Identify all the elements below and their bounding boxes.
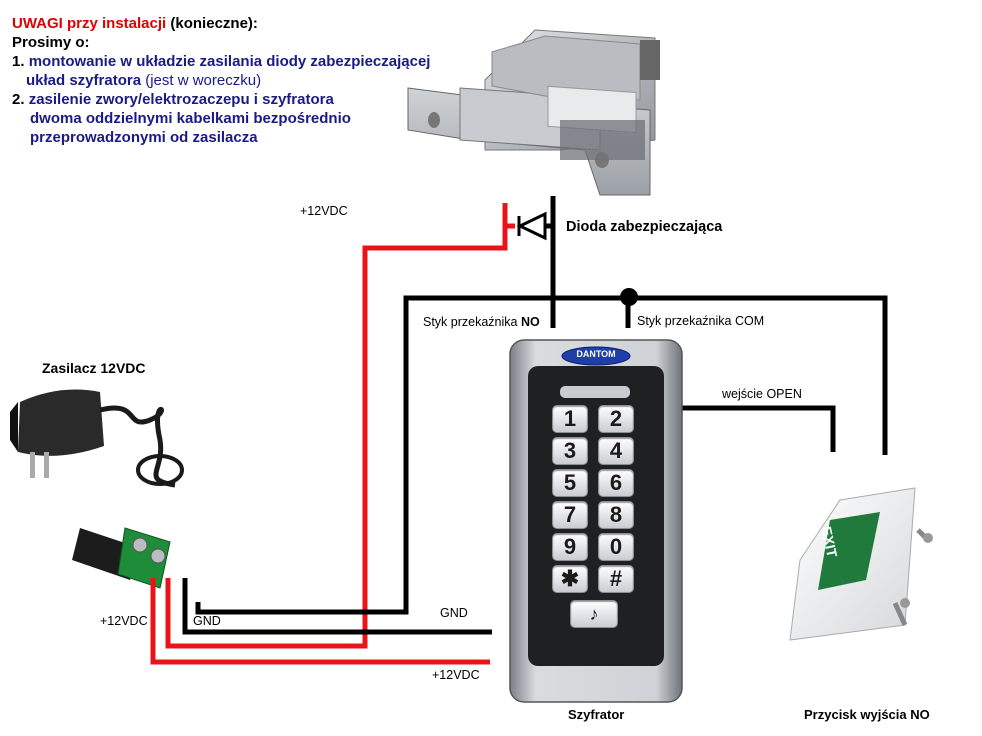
keypad-key: 7 bbox=[552, 501, 588, 529]
keypad-key: ✱ bbox=[552, 565, 588, 593]
keypad-image bbox=[509, 339, 683, 703]
keypad-key: 4 bbox=[598, 437, 634, 465]
notes-item-2-cont-1: dwoma oddzielnymi kabelkami bezpośrednio bbox=[30, 110, 351, 127]
notes-item-2-number: 2. bbox=[12, 91, 25, 108]
keypad-key: 8 bbox=[598, 501, 634, 529]
power-adapter-image bbox=[10, 389, 184, 488]
label-psu-title: Zasilacz 12VDC bbox=[42, 360, 146, 376]
label-relay-no-text: Styk przekaźnika bbox=[423, 315, 518, 329]
keypad-bell-key: ♪ bbox=[570, 600, 618, 628]
notes-heading-suffix: (konieczne): bbox=[170, 15, 258, 32]
label-vdc-bottom: +12VDC bbox=[432, 668, 480, 682]
keypad-key: 5 bbox=[552, 469, 588, 497]
keypad-key: 2 bbox=[598, 405, 634, 433]
diode-symbol bbox=[516, 211, 547, 241]
label-vdc-left: +12VDC bbox=[100, 614, 148, 628]
label-keypad-caption: Szyfrator bbox=[568, 707, 625, 722]
notes-item-1-number: 1. bbox=[12, 53, 25, 70]
label-open-input: wejście OPEN bbox=[722, 387, 802, 401]
label-vdc-top: +12VDC bbox=[300, 204, 348, 218]
label-diode: Dioda zabezpieczająca bbox=[566, 219, 723, 235]
label-relay-no-suffix: NO bbox=[520, 315, 540, 329]
exit-button-image bbox=[789, 487, 933, 641]
label-gnd-mid: GND bbox=[440, 606, 468, 620]
electric-strike-image bbox=[407, 29, 660, 196]
keypad-key: 6 bbox=[598, 469, 634, 497]
label-relay-com: Styk przekaźnika COM bbox=[637, 314, 765, 328]
notes-heading: UWAGI przy instalacji bbox=[12, 15, 167, 32]
notes-item-1-cont: układ szyfratora bbox=[26, 72, 142, 89]
installation-notes: UWAGI przy instalacji (konieczne): Prosi… bbox=[12, 14, 430, 147]
label-gnd-left: GND bbox=[193, 614, 221, 628]
keypad-key: # bbox=[598, 565, 634, 593]
label-button-caption: Przycisk wyjścia NO bbox=[804, 707, 930, 722]
label-relay-no: Styk przekaźnika NO bbox=[423, 315, 540, 329]
notes-item-1-remark: (jest w woreczku) bbox=[145, 72, 262, 89]
wire-junction-dot bbox=[620, 288, 638, 306]
black-wires bbox=[182, 196, 888, 635]
notes-item-1: montowanie w układzie zasilania diody za… bbox=[28, 53, 431, 70]
keypad-key: 0 bbox=[598, 533, 634, 561]
notes-item-2-cont-2: przeprowadzonymi od zasilacza bbox=[30, 129, 258, 146]
keypad-key: 9 bbox=[552, 533, 588, 561]
notes-intro: Prosimy o: bbox=[12, 34, 90, 51]
keypad-brand: DANTOM bbox=[576, 349, 616, 359]
dc-jack-terminal-image bbox=[72, 527, 171, 589]
keypad-key: 1 bbox=[552, 405, 588, 433]
red-wires bbox=[150, 203, 515, 665]
notes-item-2: zasilenie zwory/elektrozaczepu i szyfrat… bbox=[28, 91, 334, 108]
keypad-key: 3 bbox=[552, 437, 588, 465]
